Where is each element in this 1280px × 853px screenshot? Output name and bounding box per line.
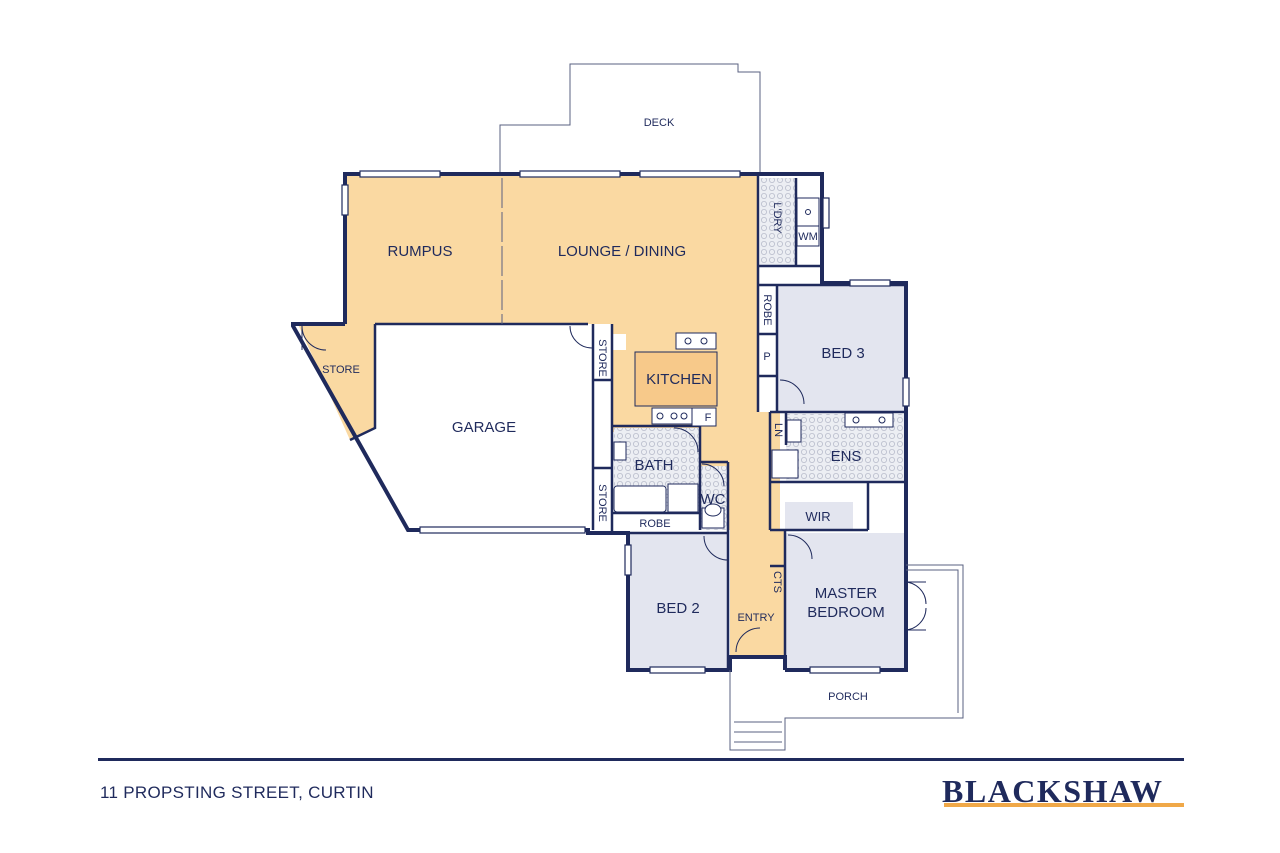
hallway-fill [612, 324, 785, 657]
robe-bed3-label: ROBE [761, 294, 773, 325]
fixtures [613, 197, 894, 529]
bed3-fill [777, 285, 905, 413]
rumpus-label: RUMPUS [387, 243, 452, 260]
footer-rule [98, 758, 1184, 761]
ensuite-label: ENS [831, 448, 862, 465]
store-left-fill [298, 324, 375, 440]
porch-outline [729, 564, 964, 751]
entry-label: ENTRY [737, 612, 775, 624]
linen-label: LN [772, 423, 784, 437]
laundry-tile [760, 178, 796, 266]
wir-fill [785, 502, 853, 529]
garage-label: GARAGE [452, 419, 516, 436]
wir-label: WIR [805, 509, 830, 524]
store-top-label: STORE [596, 339, 608, 377]
lounge-fill [502, 174, 758, 324]
kitchen-island [634, 351, 718, 407]
cts-label: CTS [771, 571, 783, 593]
deck-label: DECK [644, 117, 675, 129]
wc-label: WC [701, 491, 726, 508]
lounge-dining-label: LOUNGE / DINING [558, 243, 686, 260]
washing-machine-label: WM [798, 231, 818, 243]
brand-underline [944, 803, 1184, 807]
deck-outline [499, 63, 761, 172]
bed3-label: BED 3 [821, 345, 864, 362]
master-fill [786, 533, 904, 670]
interior-walls [349, 174, 906, 670]
master-bedroom-label-2: BEDROOM [807, 604, 885, 621]
robe-bath-label: ROBE [639, 518, 670, 530]
rumpus-fill [345, 174, 502, 324]
porch-label: PORCH [828, 691, 868, 703]
fridge-label: F [705, 412, 712, 424]
kitchen-label: KITCHEN [646, 371, 712, 388]
windows [341, 170, 910, 674]
store-bottom-label: STORE [596, 484, 608, 522]
bath-label: BATH [635, 457, 674, 474]
property-address: 11 PROPSTING STREET, CURTIN [100, 783, 374, 802]
store-left-label: STORE [322, 364, 360, 376]
bed2-label: BED 2 [656, 600, 699, 617]
bed2-fill [628, 533, 728, 670]
master-bedroom-label-1: MASTER [815, 585, 878, 602]
door-swings [301, 325, 927, 653]
pantry-label: P [763, 351, 770, 363]
laundry-label: L'DRY [771, 202, 783, 234]
